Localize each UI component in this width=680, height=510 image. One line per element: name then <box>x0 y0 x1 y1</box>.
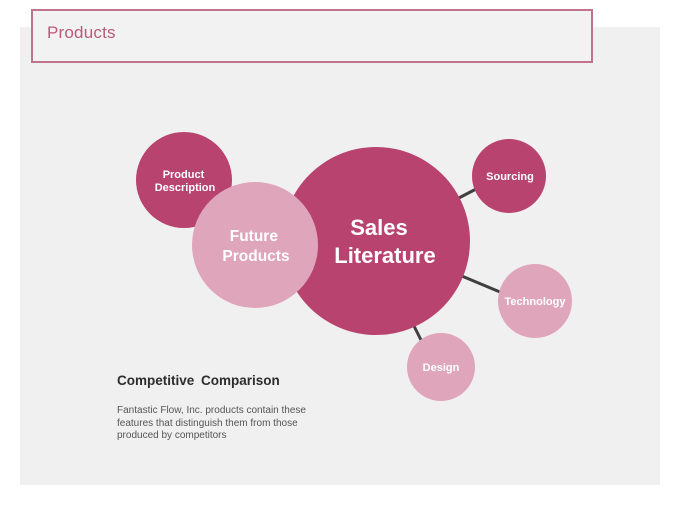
title-box <box>31 9 593 63</box>
label-future-products-line2: Products <box>222 248 289 265</box>
bubble-sourcing <box>472 139 546 213</box>
label-future-products-line1: Future <box>230 228 279 245</box>
label-technology: Technology <box>505 296 567 308</box>
bubble-future-products <box>192 182 318 308</box>
label-sales-literature-line1: Sales <box>350 215 408 240</box>
label-product-description-line2: Description <box>155 182 216 194</box>
connector-technology <box>456 272 501 294</box>
bubble-sales-literature <box>282 147 470 335</box>
label-sales-literature: Sales Literature <box>334 215 435 268</box>
label-future-products: Future Products <box>222 228 289 265</box>
label-sourcing: Sourcing <box>486 171 534 183</box>
bubble-design <box>407 333 475 401</box>
caption-body: Fantastic Flow, Inc. products contain th… <box>117 405 306 441</box>
label-product-description: Product Description <box>155 169 216 194</box>
label-sales-literature-line2: Literature <box>334 243 435 268</box>
label-design: Design <box>423 362 460 374</box>
bubble-technology <box>498 264 572 338</box>
page-title: Products <box>47 23 116 42</box>
caption-title: Competitive Comparison <box>117 373 280 388</box>
label-product-description-line1: Product <box>163 169 205 181</box>
